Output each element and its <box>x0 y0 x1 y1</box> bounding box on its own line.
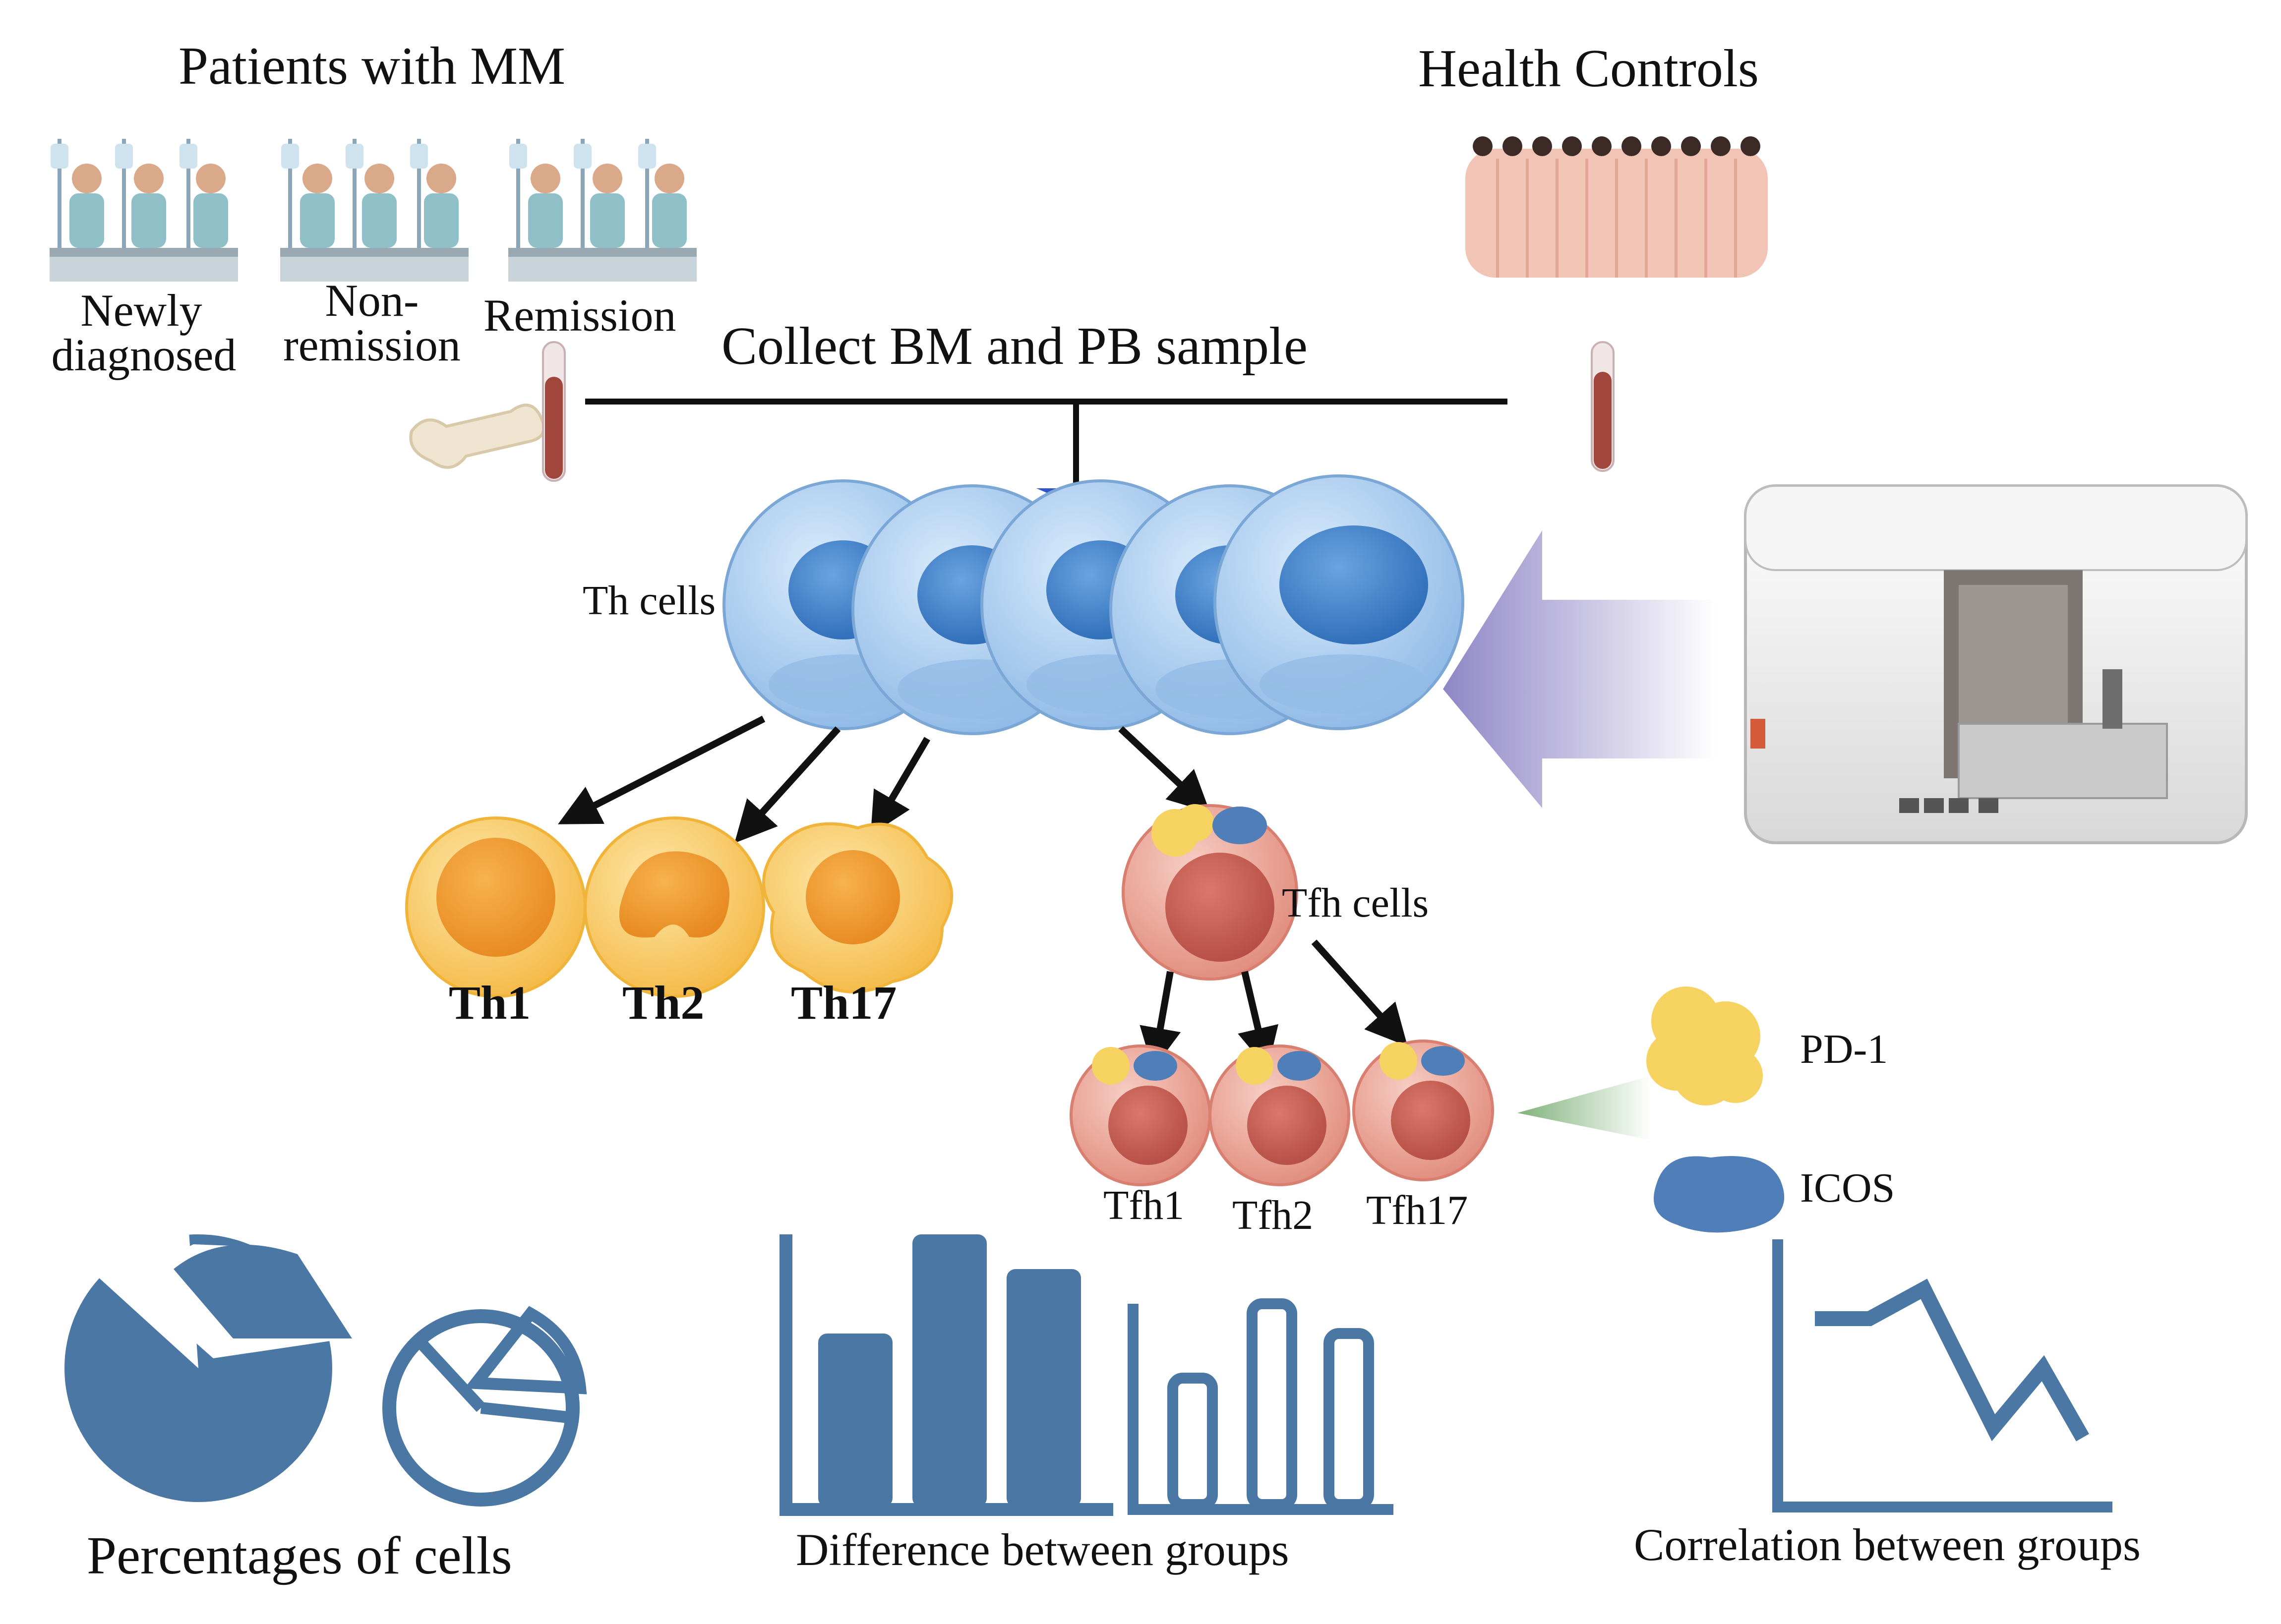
health-controls-title: Health Controls <box>1418 39 1759 98</box>
purple-arrow-icon <box>1443 530 1716 808</box>
patient-group-newly-icon <box>50 139 238 282</box>
pd1-label: PD-1 <box>1800 1026 1888 1072</box>
tfh2-label: Tfh2 <box>1232 1192 1314 1238</box>
bar-chart-filled-icon <box>780 1234 1113 1516</box>
tfh-cells-label: Tfh cells <box>1282 880 1429 926</box>
icos-marker-icon <box>1654 1156 1785 1233</box>
bar-chart-outline-icon <box>1128 1298 1393 1515</box>
collect-label: Collect BM and PB sample <box>721 317 1308 376</box>
th-cells-cluster <box>722 474 1464 735</box>
line-chart-icon <box>1772 1239 2112 1512</box>
group-remission: Remission <box>483 290 676 341</box>
correlation-label: Correlation between groups <box>1634 1519 2141 1570</box>
differentiation-arrows <box>558 715 1210 843</box>
flow-cytometer-icon <box>1744 484 2248 844</box>
tfh-arrows <box>1140 939 1408 1070</box>
pd1-marker-icon <box>1646 986 1763 1105</box>
difference-label: Difference between groups <box>796 1524 1289 1575</box>
health-controls-icon <box>1465 136 1768 278</box>
tfh2-cell-icon <box>1208 1044 1350 1186</box>
marker-pointer-icon <box>1517 1076 1651 1140</box>
patient-group-non-remission-icon <box>280 139 469 282</box>
tfh-cell-icon <box>1122 804 1298 981</box>
th1-cell-icon <box>405 816 587 998</box>
pie-chart-small-icon <box>382 1306 587 1507</box>
th2-cell-icon <box>584 816 765 998</box>
tfh17-cell-icon <box>1352 1040 1494 1181</box>
blood-tube-right-icon <box>1591 341 1615 472</box>
patient-group-remission-icon <box>508 139 697 282</box>
th17-label: Th17 <box>791 976 897 1029</box>
blood-tube-left-icon <box>542 341 566 482</box>
group-non-line1: Non- <box>325 275 419 326</box>
group-non-line2: remission <box>283 320 461 370</box>
patients-title: Patients with MM <box>179 37 566 96</box>
tfh17-label: Tfh17 <box>1366 1187 1468 1233</box>
tfh1-cell-icon <box>1070 1044 1211 1186</box>
group-newly-line1: Newly <box>80 285 202 336</box>
bone-icon <box>409 404 545 469</box>
percentages-label: Percentages of cells <box>87 1526 512 1585</box>
th17-cell-icon <box>762 822 954 993</box>
pie-chart-large-icon <box>64 1224 352 1502</box>
tfh1-label: Tfh1 <box>1103 1182 1185 1228</box>
th-cells-label: Th cells <box>583 578 716 624</box>
icos-label: ICOS <box>1800 1165 1895 1211</box>
th2-label: Th2 <box>622 976 705 1029</box>
group-newly-line2: diagnosed <box>51 330 237 380</box>
th1-label: Th1 <box>449 976 531 1029</box>
